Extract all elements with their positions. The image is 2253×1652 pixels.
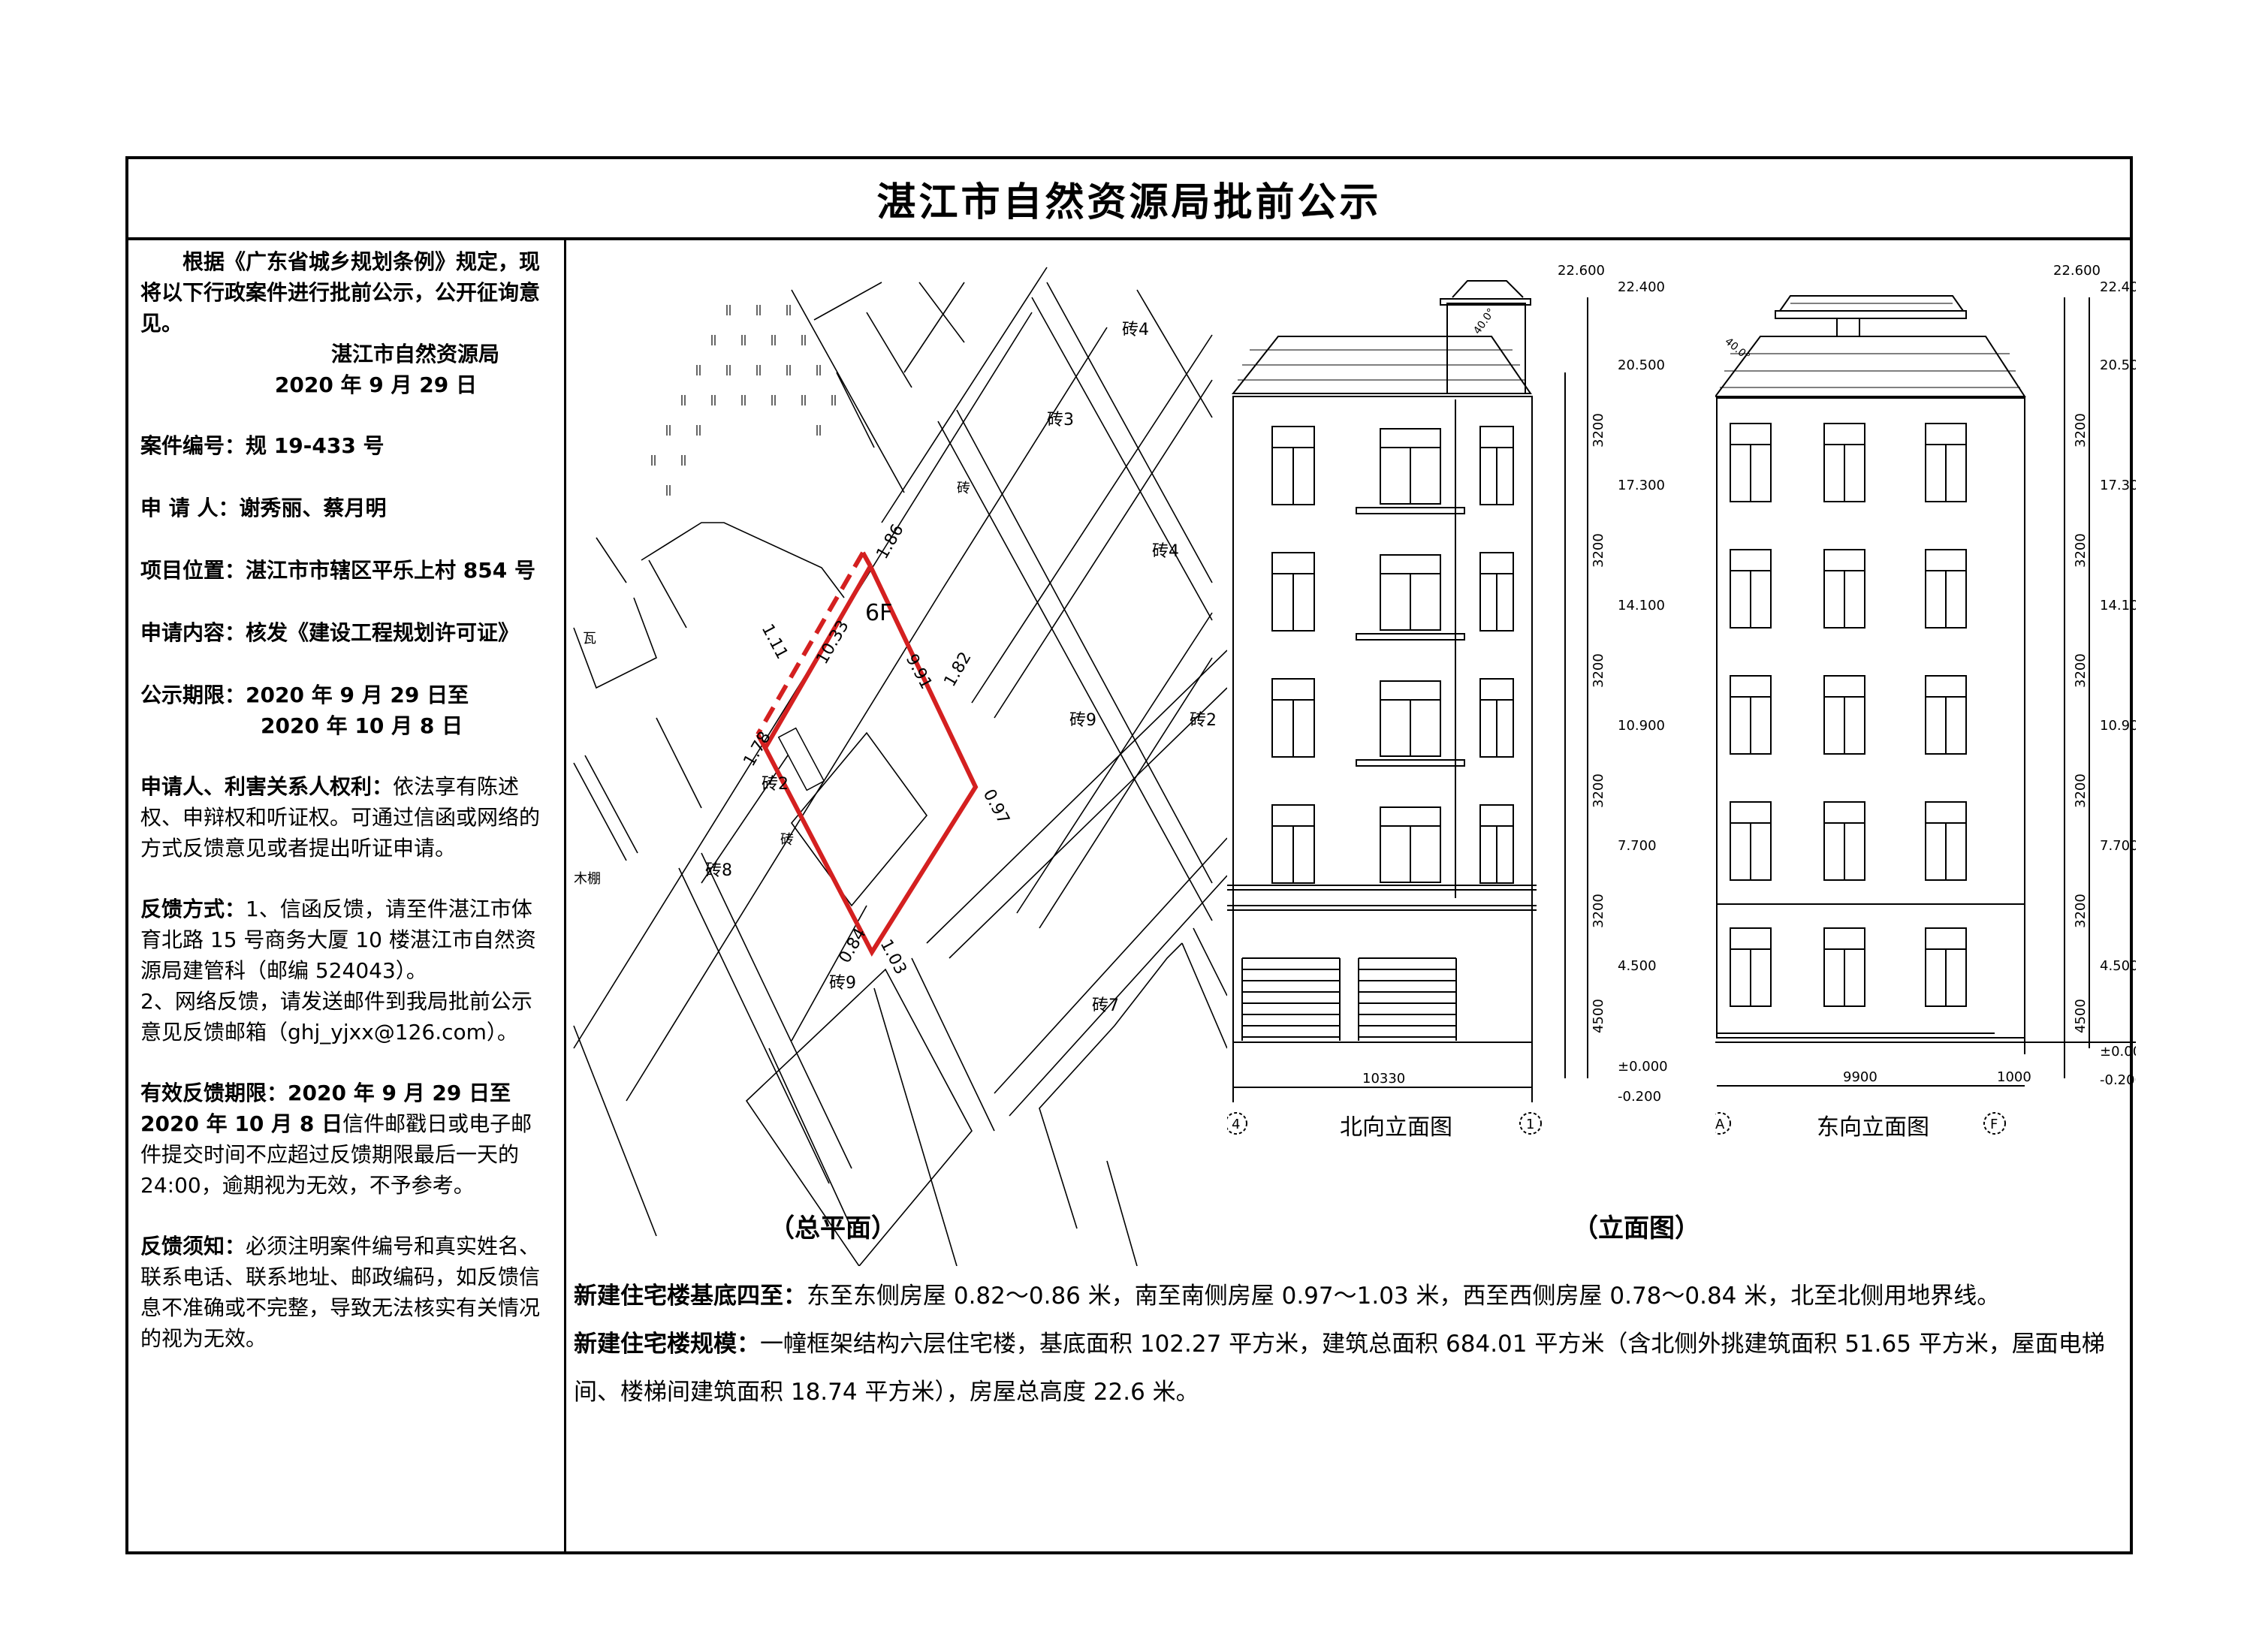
svg-text:1000: 1000 [1997, 1069, 2031, 1085]
svg-text:17.300: 17.300 [2100, 478, 2136, 493]
svg-text:1.82: 1.82 [941, 649, 976, 690]
feedback-deadline: 有效反馈期限：2020 年 9 月 29 日至 2020 年 10 月 8 日信… [140, 1081, 532, 1198]
svg-text:4.500: 4.500 [1618, 958, 1657, 974]
svg-text:3200: 3200 [2073, 413, 2089, 448]
feedback-method-email: 2、网络反馈，请发送邮件到我局批前公示意见反馈邮箱（ghj_yjxx@126.c… [140, 989, 532, 1045]
svg-text:40.0°: 40.0° [1722, 336, 1752, 363]
svg-text:22.400: 22.400 [2100, 279, 2136, 295]
svg-text:木棚: 木棚 [574, 871, 601, 887]
svg-text:1.03: 1.03 [876, 936, 910, 978]
elevation-caption: （立面图） [1573, 1213, 1700, 1244]
svg-text:0.97: 0.97 [979, 786, 1013, 828]
project-description: 新建住宅楼基底四至：东至东侧房屋 0.82～0.86 米，南至南侧房屋 0.97… [574, 1272, 2122, 1416]
site-plan-caption: （总平面） [769, 1213, 897, 1244]
svg-text:1.78: 1.78 [740, 728, 775, 770]
svg-text:3200: 3200 [1591, 653, 1606, 688]
svg-text:10.900: 10.900 [2100, 718, 2136, 734]
svg-text:3200: 3200 [1591, 533, 1606, 568]
application-content: 申请内容：核发《建设工程规划许可证》 [140, 620, 520, 645]
svg-text:砖9: 砖9 [1069, 711, 1096, 730]
north-elevation-title: 北向立面图 [1340, 1114, 1452, 1141]
notice-period-end: 2020 年 10 月 8 日 [261, 713, 463, 738]
notice-frame: 湛江市自然资源局批前公示 根据《广东省城乡规划条例》规定，现将以下行政案件进行批… [125, 156, 2136, 1554]
site-plan-drawing: 6F 1.86 1.11 10.33 9.91 1.82 1.78 0.97 0… [573, 267, 1227, 1266]
scale-description: 新建住宅楼规模：一幢框架结构六层住宅楼，基底面积 102.27 平方米，建筑总面… [574, 1331, 2105, 1406]
svg-text:1.86: 1.86 [873, 521, 908, 562]
drawings: 6F 1.86 1.11 10.33 9.91 1.82 1.78 0.97 0… [566, 237, 2136, 1266]
site-boundary [756, 551, 979, 957]
issue-date: 2020 年 9 月 29 日 [274, 372, 477, 397]
svg-text:4500: 4500 [1591, 999, 1606, 1033]
drawing-and-description-area: 6F 1.86 1.11 10.33 9.91 1.82 1.78 0.97 0… [566, 237, 2136, 1551]
svg-text:14.100: 14.100 [2100, 598, 2136, 613]
east-elevation-title: 东向立面图 [1817, 1114, 1929, 1141]
svg-text:14.100: 14.100 [1618, 598, 1665, 613]
svg-text:A: A [1715, 1117, 1725, 1132]
svg-text:-0.200: -0.200 [1618, 1089, 1661, 1105]
title-row: 湛江市自然资源局批前公示 [128, 159, 2130, 240]
svg-text:4500: 4500 [2073, 999, 2089, 1033]
floors-label: 6F [865, 600, 892, 626]
svg-text:3200: 3200 [2073, 653, 2089, 688]
svg-text:砖8: 砖8 [705, 861, 732, 880]
page-title: 湛江市自然资源局批前公示 [876, 179, 1382, 225]
svg-text:瓦: 瓦 [583, 631, 596, 647]
feedback-notes: 反馈须知：必须注明案件编号和真实姓名、联系电话、联系地址、邮政编码，如反馈信息不… [140, 1234, 541, 1351]
svg-text:10330: 10330 [1362, 1071, 1405, 1087]
east-elevation-drawing: 22.600 22.400 20.500 17.300 14.100 10.90… [1715, 263, 2136, 1141]
svg-text:3200: 3200 [2073, 894, 2089, 928]
north-elevation-drawing: 22.600 22.400 20.500 17.300 14.100 10.90… [1227, 263, 1668, 1141]
case-number: 案件编号：规 19-433 号 [140, 433, 385, 458]
svg-text:20.500: 20.500 [2100, 357, 2136, 373]
svg-text:0.84: 0.84 [836, 925, 870, 966]
issuer: 湛江市自然资源局 [330, 342, 499, 366]
svg-text:9900: 9900 [1843, 1069, 1878, 1085]
rights: 申请人、利害关系人权利：依法享有陈述权、申辩权和听证权。可通过信函或网络的方式反… [140, 774, 541, 861]
svg-text:1: 1 [1526, 1117, 1534, 1132]
feedback-method: 反馈方式：1、信函反馈，请至件湛江市体育北路 15 号商务大厦 10 楼湛江市自… [140, 897, 536, 983]
svg-text:砖9: 砖9 [829, 974, 856, 993]
notice-intro: 根据《广东省城乡规划条例》规定，现将以下行政案件进行批前公示，公开征询意见。 [140, 249, 541, 336]
svg-text:砖4: 砖4 [1152, 542, 1179, 561]
svg-text:3200: 3200 [2073, 533, 2089, 568]
svg-text:17.300: 17.300 [1618, 478, 1665, 493]
svg-text:3200: 3200 [2073, 773, 2089, 808]
svg-text:砖2: 砖2 [1190, 711, 1217, 730]
svg-text:砖: 砖 [957, 481, 970, 496]
svg-text:1.11: 1.11 [758, 621, 792, 662]
svg-text:F: F [1990, 1117, 1998, 1132]
applicant: 申 请 人：谢秀丽、蔡月明 [140, 496, 387, 520]
svg-text:7.700: 7.700 [2100, 838, 2136, 854]
svg-text:3200: 3200 [1591, 894, 1606, 928]
svg-text:20.500: 20.500 [1618, 357, 1665, 373]
svg-text:±0.000: ±0.000 [1618, 1059, 1668, 1075]
svg-text:22.600: 22.600 [1558, 263, 1605, 279]
svg-text:3200: 3200 [1591, 773, 1606, 808]
svg-text:22.600: 22.600 [2053, 263, 2101, 279]
svg-text:3200: 3200 [1591, 413, 1606, 448]
notice-period: 公示期限：2020 年 9 月 29 日至 [140, 683, 469, 707]
svg-text:22.400: 22.400 [1618, 279, 1665, 295]
svg-text:9.91: 9.91 [902, 651, 936, 692]
svg-text:砖4: 砖4 [1122, 321, 1149, 339]
svg-text:-0.200: -0.200 [2100, 1072, 2136, 1088]
notice-column: 根据《广东省城乡规划条例》规定，现将以下行政案件进行批前公示，公开征询意见。 湛… [128, 237, 566, 1551]
svg-text:砖7: 砖7 [1092, 996, 1119, 1015]
svg-text:±0.000: ±0.000 [2100, 1044, 2136, 1060]
setback-description: 新建住宅楼基底四至：东至东侧房屋 0.82～0.86 米，南至南侧房屋 0.97… [574, 1283, 2001, 1310]
svg-text:4: 4 [1232, 1117, 1240, 1132]
project-location: 项目位置：湛江市市辖区平乐上村 854 号 [140, 558, 535, 583]
svg-text:7.700: 7.700 [1618, 838, 1657, 854]
svg-text:砖: 砖 [780, 832, 794, 848]
svg-text:10.900: 10.900 [1618, 718, 1665, 734]
svg-text:4.500: 4.500 [2100, 958, 2136, 974]
svg-text:砖2: 砖2 [762, 775, 789, 794]
svg-text:砖3: 砖3 [1047, 411, 1074, 430]
svg-text:40.0°: 40.0° [1471, 306, 1497, 336]
